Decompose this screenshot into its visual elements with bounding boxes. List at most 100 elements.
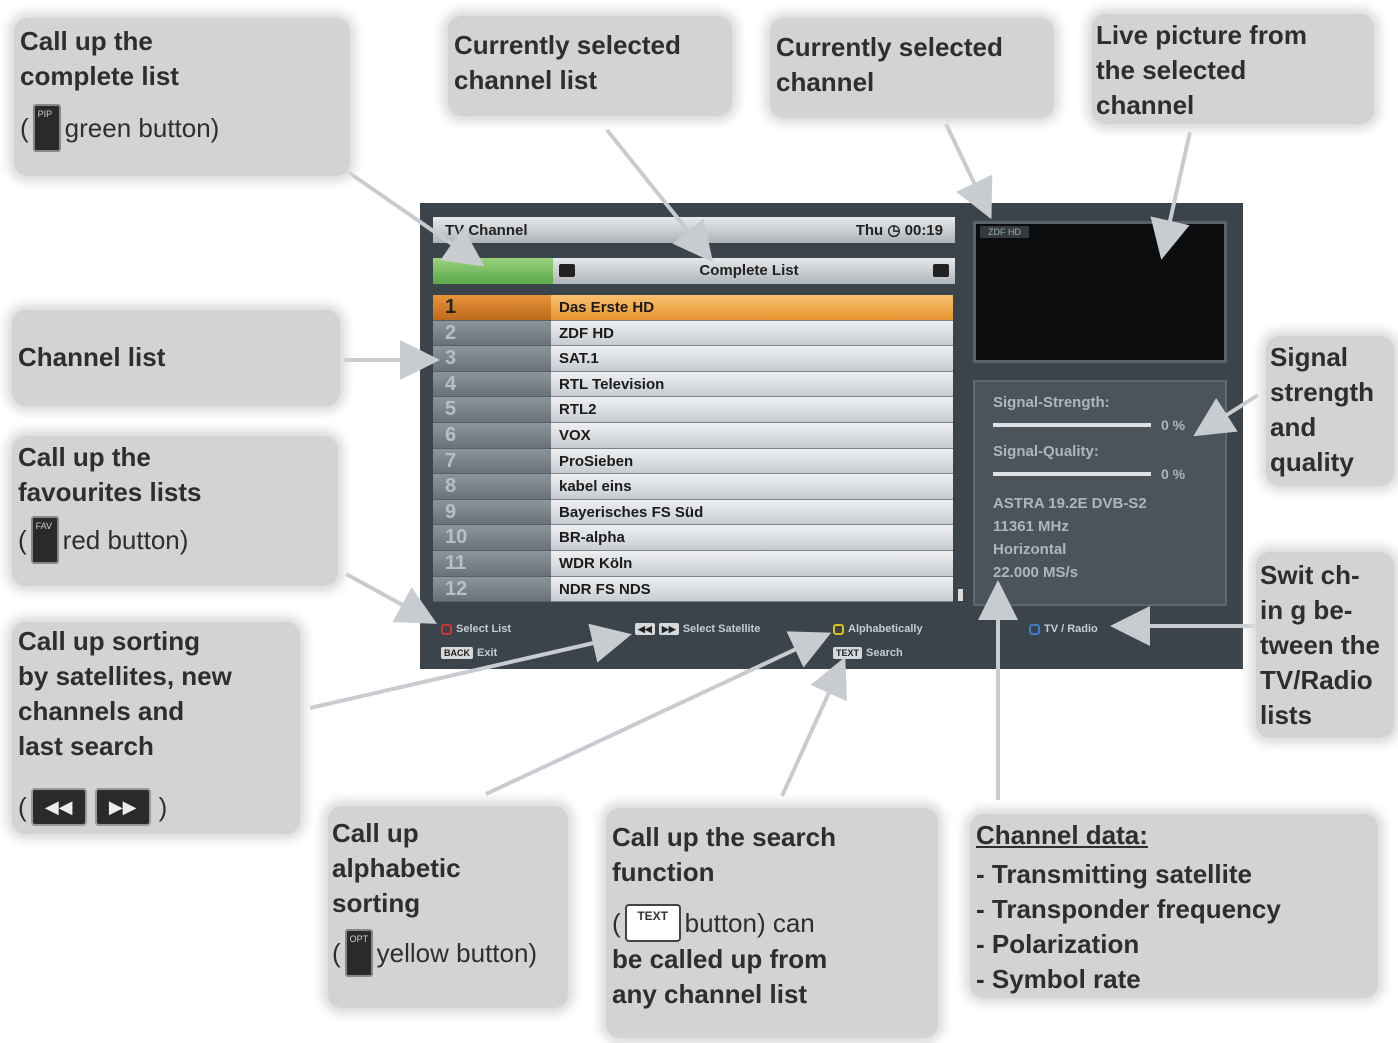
channel-name: BR-alpha — [551, 525, 953, 551]
fav-button-icon: FAV — [30, 516, 59, 564]
channel-name: kabel eins — [551, 474, 953, 500]
callout-signal: Signal strength and quality — [1266, 336, 1394, 486]
callout-complete-list-text: Call up the complete list — [20, 26, 179, 91]
select-list-label: Select List — [456, 623, 512, 635]
fast-forward-button-icon: ▶▶ — [94, 788, 151, 826]
channel-name: RTL2 — [551, 397, 953, 423]
channel-number: 7 — [433, 448, 551, 475]
signal-quality-label: Signal-Quality: — [993, 443, 1099, 460]
footer-search[interactable]: TEXT Search — [833, 647, 903, 659]
channel-data-list: - Transmitting satellite - Transponder fr… — [976, 857, 1378, 997]
text-button-text: button) can — [684, 907, 815, 938]
callout-signal-text: Signal strength and quality — [1270, 342, 1374, 477]
channel-name: Das Erste HD — [551, 295, 953, 321]
channel-name: SAT.1 — [551, 346, 953, 372]
arrow-search — [780, 656, 847, 797]
preview-channel-label: ZDF HD — [980, 226, 1029, 238]
left-list-arrow-icon[interactable] — [559, 264, 575, 277]
arrow-favourites — [345, 572, 438, 624]
channel-data-item: - Symbol rate — [976, 964, 1141, 994]
footer-tv-radio[interactable]: TV / Radio — [1029, 623, 1098, 635]
channel-number: 9 — [433, 499, 551, 526]
exit-label: Exit — [477, 647, 498, 659]
callout-channel-data-title: Channel data: — [976, 820, 1148, 850]
green-button-text: green button) — [64, 112, 220, 143]
callout-channel-selected: Currently selected channel — [770, 18, 1054, 118]
fast-forward-icon: ▶▶ — [658, 623, 679, 635]
callout-alphabetic: Call up alphabetic sorting (OPT yellow b… — [328, 806, 568, 1008]
callout-channel-list-text: Channel list — [18, 342, 166, 372]
yellow-button-icon — [833, 623, 844, 635]
arrow-live-picture — [1150, 131, 1192, 260]
arrow-channel-selected — [944, 123, 993, 220]
red-button-hint: (FAV red button) — [18, 516, 338, 564]
channel-data-item: - Transmitting satellite — [976, 859, 1252, 889]
red-button-text: red button) — [62, 524, 189, 555]
channel-number: 3 — [433, 346, 551, 372]
rewind-icon: ◀◀ — [635, 623, 655, 635]
signal-strength-value: 0 % — [1161, 417, 1186, 433]
right-list-arrow-icon[interactable] — [933, 264, 949, 277]
channel-name: ZDF HD — [551, 320, 953, 347]
frequency-info: 11361 MHz — [993, 518, 1069, 535]
channel-number: 6 — [433, 422, 551, 449]
channel-data-item: - Transponder frequency — [976, 894, 1281, 924]
rewind-button-icon: ◀◀ — [30, 788, 87, 826]
callout-switching-text: Swit ch- in g be- tween the TV/Radio lis… — [1260, 560, 1380, 730]
yellow-button-hint: (OPT yellow button) — [332, 929, 568, 977]
callout-search-text-top: Call up the search function — [612, 822, 836, 887]
polarization-info: Horizontal — [993, 541, 1067, 558]
channel-number: 5 — [433, 397, 551, 423]
channel-number: 10 — [433, 525, 551, 551]
channel-name: Bayerisches FS Süd — [551, 499, 953, 526]
arrow-complete-list — [346, 170, 485, 267]
channel-name: RTL Television — [551, 371, 953, 398]
signal-quality-value: 0 % — [1161, 466, 1186, 482]
footer-select-satellite[interactable]: ◀◀ ▶▶ Select Satellite — [635, 623, 760, 635]
arrow-channel-list-selected — [605, 128, 714, 263]
callout-alphabetic-text: Call up alphabetic sorting — [332, 818, 461, 918]
callout-live-picture: Live picture from the selected channel — [1092, 14, 1374, 124]
callout-search: Call up the search function (TEXT button… — [606, 808, 938, 1038]
pip-button-icon: PIP — [32, 104, 61, 152]
channel-number: 11 — [433, 550, 551, 577]
blue-button-icon — [1029, 623, 1040, 635]
footer-alphabetically[interactable]: Alphabetically — [833, 623, 923, 635]
signal-strength-bar — [993, 423, 1151, 427]
green-button-hint: (PIP green button) — [20, 104, 350, 152]
footer-select-list[interactable]: Select List — [441, 623, 511, 635]
tv-radio-label: TV / Radio — [1044, 623, 1098, 635]
channel-number: 4 — [433, 371, 551, 398]
arrow-alphabetic — [485, 631, 832, 796]
callout-channel-data: Channel data: - Transmitting satellite- … — [970, 814, 1378, 998]
channel-name: NDR FS NDS — [551, 576, 953, 603]
yellow-button-text: yellow button) — [376, 937, 538, 968]
scrollbar[interactable] — [958, 589, 963, 601]
footer-exit[interactable]: BACK Exit — [441, 647, 497, 659]
callout-complete-list: Call up the complete list (PIP green but… — [14, 18, 350, 176]
callout-channel-list-selected-text: Currently selected channel list — [454, 30, 681, 95]
channel-number: 1 — [433, 295, 551, 321]
tv-header-time: Thu ◷ 00:19 — [855, 222, 943, 239]
callout-channel-selected-text: Currently selected channel — [776, 32, 1003, 97]
channel-info-panel: Signal-Strength: 0 % Signal-Quality: 0 %… — [973, 380, 1227, 606]
channel-name: VOX — [551, 422, 953, 449]
text-button-hint: (TEXT button) can — [612, 904, 938, 942]
channel-number: 2 — [433, 320, 551, 347]
channel-number: 12 — [433, 576, 551, 603]
